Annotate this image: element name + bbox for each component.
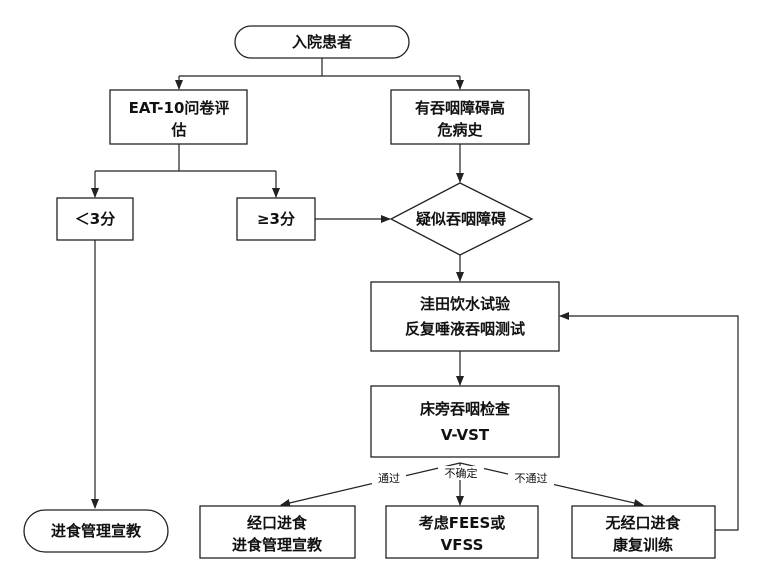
node-ge3: ≥3分 bbox=[236, 197, 316, 241]
node-tests-label-line2: 反复唾液吞咽测试 bbox=[405, 320, 525, 338]
node-eat10-label-line2: 估 bbox=[170, 121, 186, 139]
node-suspected: 疑似吞咽障碍 bbox=[389, 182, 534, 256]
node-tests-label-line1: 洼田饮水试验 bbox=[420, 295, 511, 313]
edge-admission-split bbox=[179, 58, 460, 77]
node-oral-label-line1: 经口进食 bbox=[247, 514, 308, 532]
node-admission-label: 入院患者 bbox=[292, 33, 352, 51]
node-admission: 入院患者 bbox=[234, 25, 410, 59]
node-bedside-label-line1: 床旁吞咽检查 bbox=[420, 400, 511, 418]
edge-label-pass: 通过 bbox=[378, 472, 400, 485]
node-oral: 经口进食 进食管理宣教 bbox=[199, 505, 356, 559]
edge-labels: 通过 不确定 不通过 bbox=[372, 466, 554, 485]
node-fees-label-line2: VFSS bbox=[441, 536, 484, 554]
node-bedside-label-line2: V-VST bbox=[441, 426, 490, 444]
node-eat10: EAT-10问卷评 估 bbox=[109, 89, 248, 145]
node-lt3-label: ＜3分 bbox=[75, 210, 115, 228]
edges bbox=[91, 58, 739, 531]
node-bedside: 床旁吞咽检查 V-VST bbox=[370, 385, 560, 458]
node-oral-label-line2: 进食管理宣教 bbox=[232, 536, 323, 554]
node-fees: 考虑FEES或 VFSS bbox=[385, 505, 539, 559]
node-rehab-label-line2: 康复训练 bbox=[613, 536, 673, 554]
node-rehab-label-line1: 无经口进食 bbox=[604, 514, 681, 532]
node-education-label: 进食管理宣教 bbox=[51, 522, 142, 540]
edge-label-uncertain: 不确定 bbox=[445, 466, 478, 480]
node-eat10-label-line1: EAT-10问卷评 bbox=[129, 99, 230, 117]
edge-eat10-split bbox=[95, 144, 276, 172]
edge-label-fail: 不通过 bbox=[515, 472, 548, 485]
node-lt3: ＜3分 bbox=[56, 197, 134, 241]
node-history: 有吞咽障碍高 危病史 bbox=[390, 89, 530, 145]
node-history-label-line1: 有吞咽障碍高 bbox=[415, 99, 505, 117]
node-education: 进食管理宣教 bbox=[23, 509, 169, 553]
edge-bedside-oral bbox=[280, 462, 461, 507]
node-ge3-label: ≥3分 bbox=[257, 210, 295, 228]
node-suspected-label: 疑似吞咽障碍 bbox=[416, 210, 506, 228]
node-rehab: 无经口进食 康复训练 bbox=[571, 505, 716, 559]
node-tests: 洼田饮水试验 反复唾液吞咽测试 bbox=[370, 281, 560, 352]
edge-rehab-loop-tests bbox=[559, 312, 739, 531]
node-history-label-line2: 危病史 bbox=[437, 121, 483, 139]
node-fees-label-line1: 考虑FEES或 bbox=[419, 514, 506, 532]
